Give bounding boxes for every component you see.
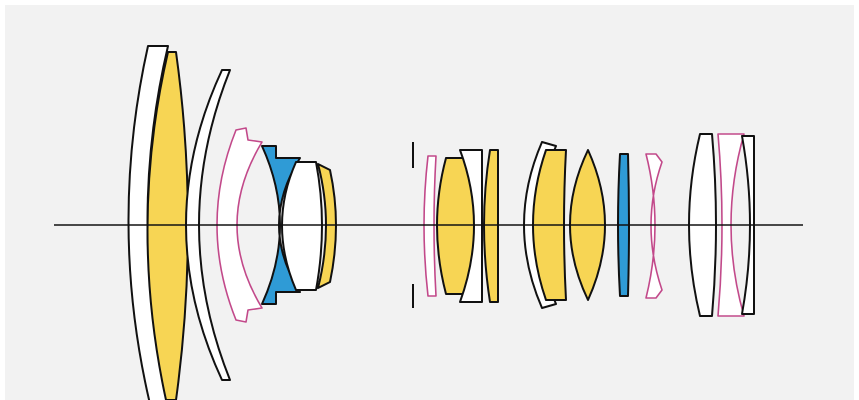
- lens-element-11: [483, 149, 499, 303]
- lens-element-2: [146, 51, 189, 400]
- lens-element-6: [281, 161, 323, 291]
- lens-element-16: [645, 153, 663, 299]
- lens-element-10: [459, 149, 483, 303]
- lens-element-19: [741, 135, 755, 315]
- lens-element-8: [423, 155, 437, 297]
- lens-element-4: [216, 127, 263, 323]
- lens-element-7: [317, 163, 337, 289]
- lens-element-3: [185, 69, 231, 381]
